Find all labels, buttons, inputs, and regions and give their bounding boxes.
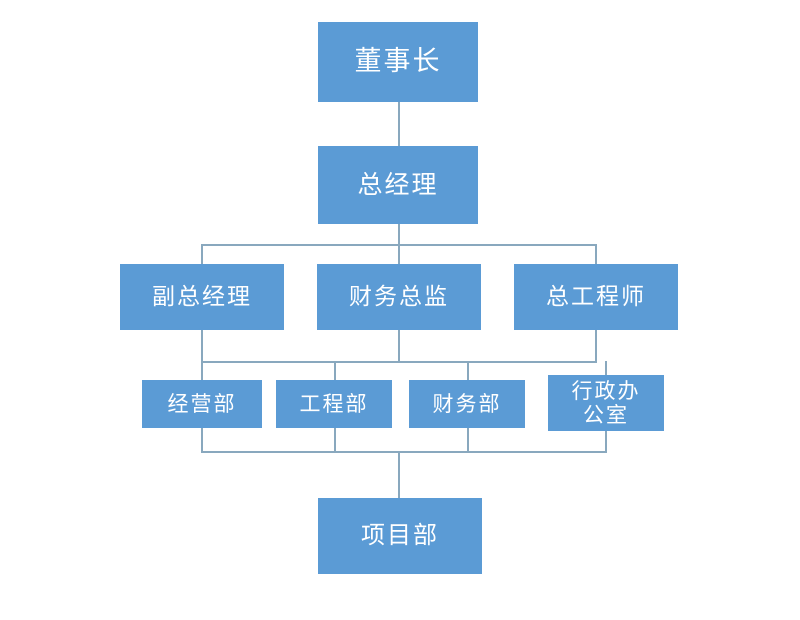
node-engineering-dept[interactable]: 工程部 — [276, 380, 392, 428]
connector-drop-chief-engineer — [595, 244, 597, 264]
connector-stem-admin-office — [605, 431, 607, 453]
connector-drop-finance-director — [398, 244, 400, 264]
connector-stem-engineering-dept — [334, 428, 336, 453]
connector-stem-finance-director — [398, 330, 400, 363]
connector-stem-deputy-gm — [201, 330, 203, 363]
node-operations-dept[interactable]: 经营部 — [142, 380, 262, 428]
connector-drop-project-dept — [398, 451, 400, 498]
node-project-dept[interactable]: 项目部 — [318, 498, 482, 574]
connector-stem-chief-engineer — [595, 330, 597, 363]
connector-drop-finance-dept — [467, 361, 469, 381]
connector-drop-operations-dept — [201, 361, 203, 381]
node-finance-director[interactable]: 财务总监 — [317, 264, 481, 330]
connector-gm-stem — [398, 224, 400, 246]
node-general-manager[interactable]: 总经理 — [318, 146, 478, 224]
node-finance-dept[interactable]: 财务部 — [409, 380, 525, 428]
node-chairman[interactable]: 董事长 — [318, 22, 478, 102]
connector-l3-bus — [201, 361, 597, 363]
node-chief-engineer[interactable]: 总工程师 — [514, 264, 678, 330]
connector-drop-engineering-dept — [334, 361, 336, 381]
connector-l4-bus — [201, 451, 607, 453]
connector-chairman-to-gm — [398, 102, 400, 146]
connector-drop-deputy-gm — [201, 244, 203, 264]
connector-stem-finance-dept — [467, 428, 469, 453]
connector-drop-admin-office — [605, 361, 607, 381]
connector-stem-operations-dept — [201, 428, 203, 453]
node-admin-office[interactable]: 行政办 公室 — [548, 375, 664, 431]
node-deputy-general-manager[interactable]: 副总经理 — [120, 264, 284, 330]
